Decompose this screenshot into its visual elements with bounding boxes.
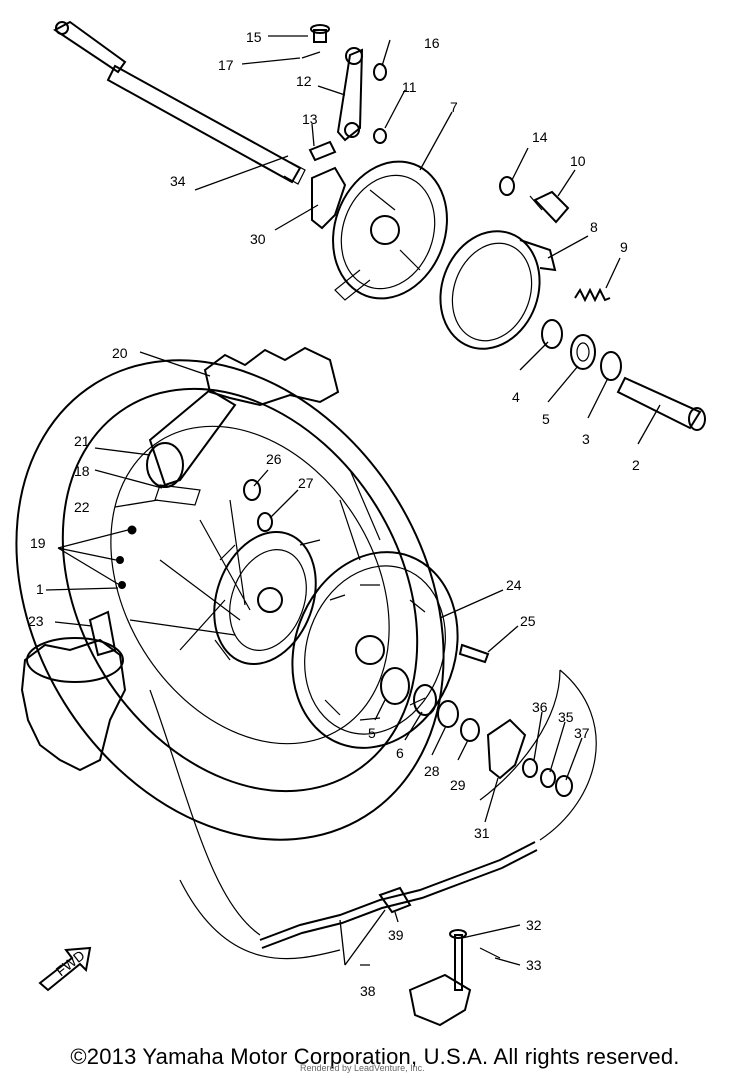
callout-18: 18 bbox=[74, 463, 90, 479]
axle-nuts bbox=[522, 758, 573, 797]
callout-20: 20 bbox=[112, 345, 128, 361]
exploded-parts-diagram: FWD bbox=[15, 20, 706, 1027]
callout-26: 26 bbox=[266, 451, 282, 467]
leader-lines bbox=[45, 35, 661, 966]
callout-2: 2 bbox=[632, 457, 640, 473]
torque-arm-assembly bbox=[301, 24, 387, 162]
drive-chain bbox=[149, 669, 597, 960]
rear-hub bbox=[213, 531, 321, 665]
callout-25: 25 bbox=[520, 613, 536, 629]
forward-arrow: FWD bbox=[38, 946, 92, 992]
callout-21: 21 bbox=[74, 433, 90, 449]
watermark: Rendered by LeadVenture, Inc. bbox=[300, 1063, 425, 1073]
callout-29: 29 bbox=[450, 777, 466, 793]
master-link bbox=[378, 886, 412, 914]
hub-fasteners bbox=[116, 479, 273, 589]
callout-1: 1 bbox=[36, 581, 44, 597]
callout-14: 14 bbox=[532, 129, 548, 145]
callout-17: 17 bbox=[218, 57, 234, 73]
callout-4: 4 bbox=[512, 389, 520, 405]
collar bbox=[616, 376, 706, 431]
callout-23: 23 bbox=[28, 613, 44, 629]
rear-axle bbox=[53, 20, 306, 185]
fwd-label: FWD bbox=[53, 947, 88, 979]
callout-10: 10 bbox=[570, 153, 586, 169]
callout-15: 15 bbox=[246, 29, 262, 45]
brake-camshaft bbox=[529, 190, 570, 224]
copyright-notice: ©2013 Yamaha Motor Corporation, U.S.A. A… bbox=[70, 1044, 680, 1069]
callout-30: 30 bbox=[250, 231, 266, 247]
callout-24: 24 bbox=[506, 577, 522, 593]
chain-puller-left bbox=[311, 166, 347, 230]
sprocket-bolt bbox=[458, 643, 490, 664]
callout-16: 16 bbox=[424, 35, 440, 51]
callout-3: 3 bbox=[582, 431, 590, 447]
hub-bearings-right bbox=[541, 319, 622, 381]
brake-spring bbox=[574, 287, 611, 303]
callout-35: 35 bbox=[558, 709, 574, 725]
brake-shoes bbox=[439, 230, 557, 350]
camshaft-washer bbox=[499, 176, 515, 196]
callout-31: 31 bbox=[474, 825, 490, 841]
callout-5b: 5 bbox=[368, 725, 376, 741]
callout-38: 38 bbox=[360, 983, 376, 999]
callout-39: 39 bbox=[388, 927, 404, 943]
tube-and-rim-band bbox=[146, 388, 237, 506]
chain-tensioner-pin bbox=[408, 929, 501, 1027]
callout-22: 22 bbox=[74, 499, 90, 515]
hub-bearings-left bbox=[380, 667, 480, 742]
callout-32: 32 bbox=[526, 917, 542, 933]
rim-lock bbox=[88, 610, 117, 657]
callout-36: 36 bbox=[532, 699, 548, 715]
callout-28: 28 bbox=[424, 763, 440, 779]
callout-labels: 15 17 16 12 11 13 7 14 10 8 9 34 30 4 5 … bbox=[28, 29, 640, 999]
callout-33: 33 bbox=[526, 957, 542, 973]
rear-wheel bbox=[15, 346, 445, 841]
callout-12: 12 bbox=[296, 73, 312, 89]
callout-8: 8 bbox=[590, 219, 598, 235]
callout-34: 34 bbox=[170, 173, 186, 189]
callout-11: 11 bbox=[402, 79, 417, 95]
callout-5a: 5 bbox=[542, 411, 550, 427]
brake-shoe-plate bbox=[332, 160, 448, 301]
chain-puller-right bbox=[486, 718, 527, 780]
callout-13: 13 bbox=[302, 111, 318, 127]
callout-37: 37 bbox=[574, 725, 590, 741]
callout-7: 7 bbox=[450, 99, 458, 115]
callout-6: 6 bbox=[396, 745, 404, 761]
callout-9: 9 bbox=[620, 239, 628, 255]
callout-27: 27 bbox=[298, 475, 314, 491]
rear-sprocket bbox=[291, 551, 459, 749]
callout-19: 19 bbox=[30, 535, 46, 551]
